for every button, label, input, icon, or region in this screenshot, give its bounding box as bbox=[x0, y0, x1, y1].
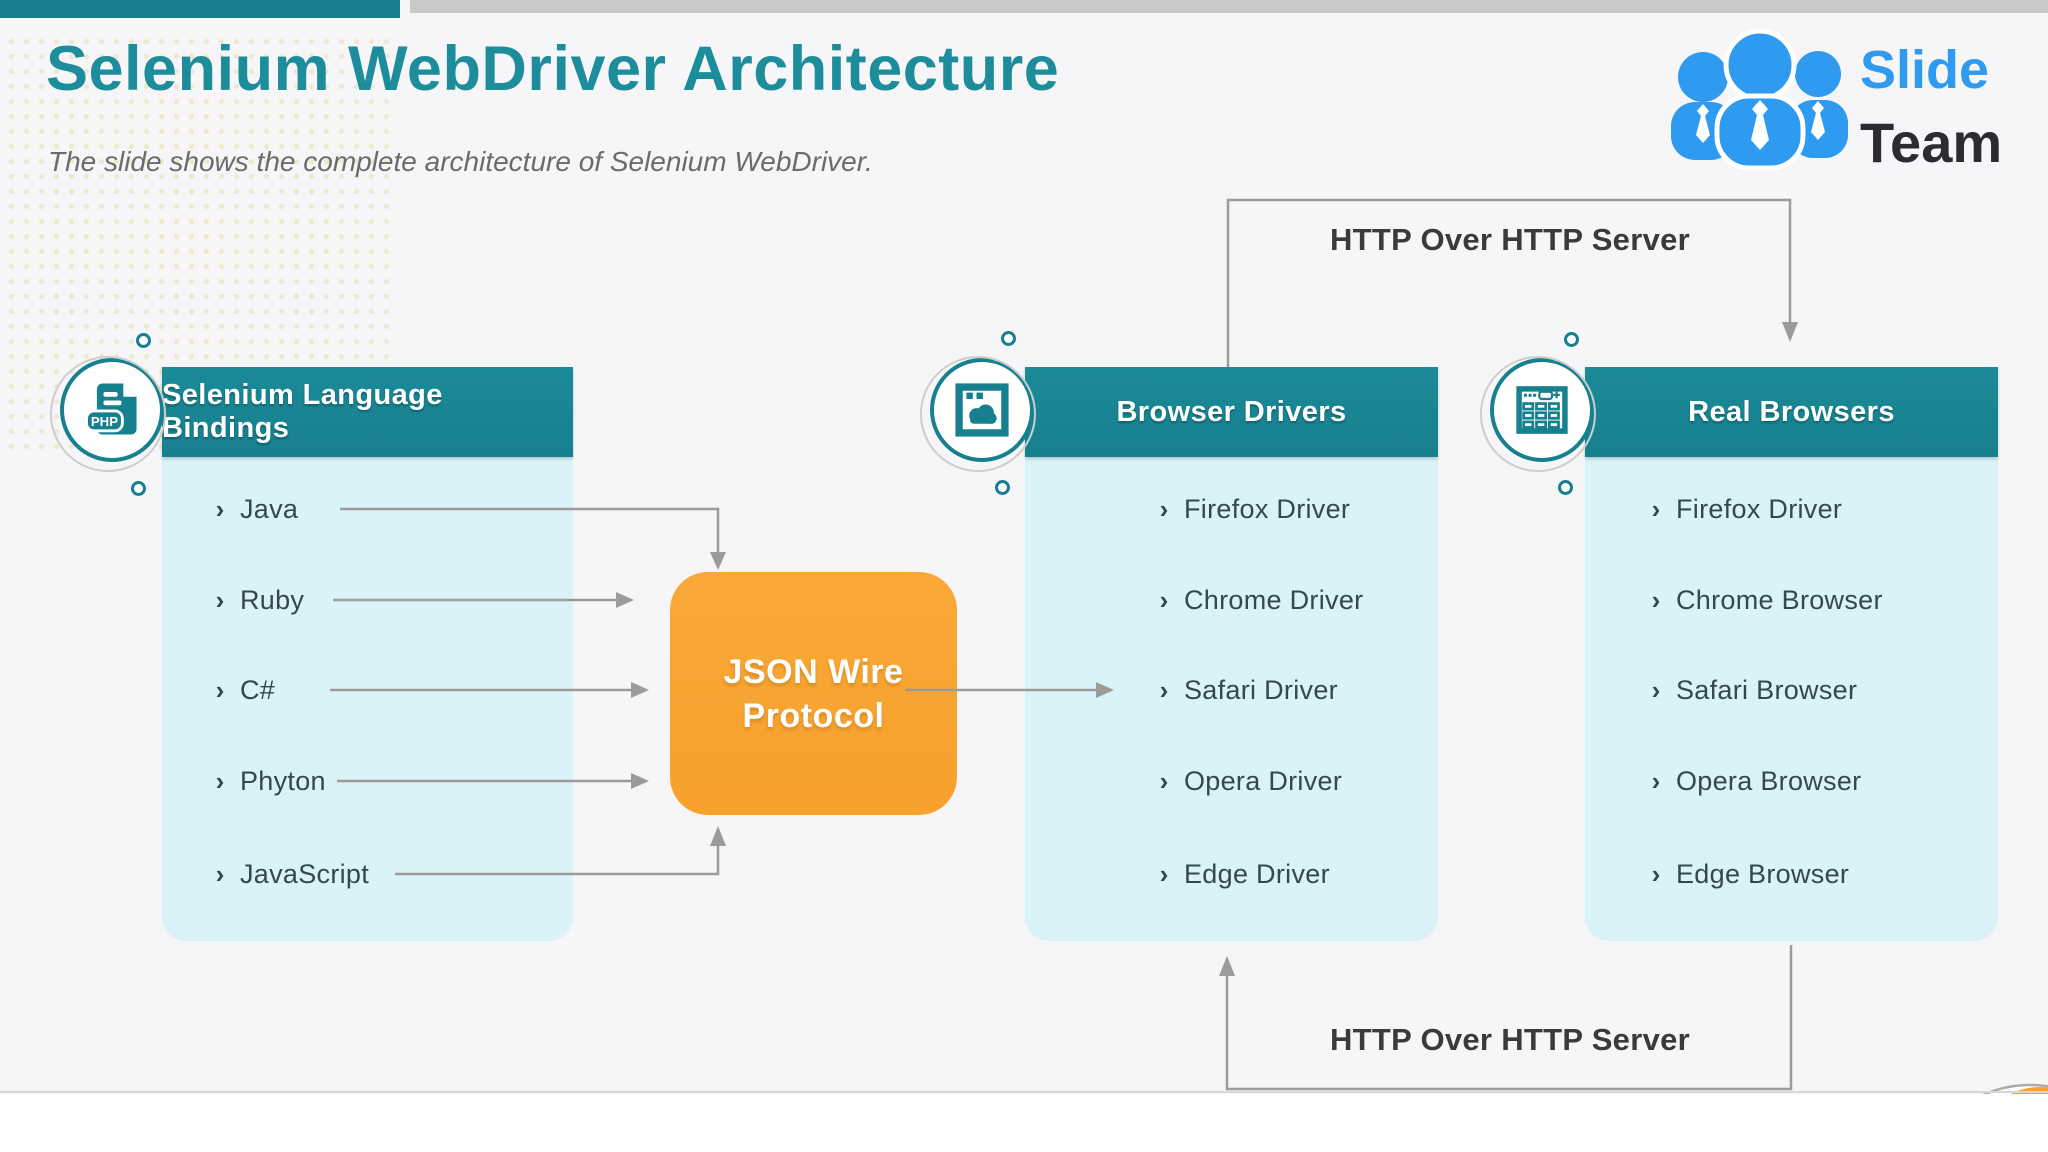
list-item-opera-browser: › Opera Browser bbox=[1646, 760, 1862, 802]
list-item-label: Safari Driver bbox=[1184, 674, 1338, 705]
list-item-label: Chrome Driver bbox=[1184, 584, 1364, 615]
panel-title: Real Browsers bbox=[1688, 395, 1895, 428]
json-wire-protocol-node: JSON Wire Protocol bbox=[670, 572, 957, 815]
top-accent-bar-gray bbox=[410, 0, 2048, 13]
http-over-http-server-label-bottom: HTTP Over HTTP Server bbox=[1329, 1022, 1691, 1057]
list-item-safari-driver: › Safari Driver bbox=[1154, 669, 1338, 711]
people-icon bbox=[1671, 28, 1848, 171]
list-item-label: Opera Driver bbox=[1184, 765, 1343, 796]
list-item-label: JavaScript bbox=[240, 858, 370, 889]
page-title: Selenium WebDriver Architecture bbox=[46, 34, 1060, 104]
chevron-bullet-icon: › bbox=[215, 858, 225, 889]
list-item-safari-browser: › Safari Browser bbox=[1646, 669, 1857, 711]
panel-title: Browser Drivers bbox=[1116, 395, 1347, 428]
badge-language-bindings: PHP bbox=[60, 358, 164, 462]
footer-strip bbox=[0, 1094, 2048, 1152]
chevron-bullet-icon: › bbox=[1159, 858, 1169, 889]
json-node-line1: JSON Wire bbox=[723, 652, 904, 691]
mini-circle-decoration bbox=[131, 481, 146, 496]
chevron-bullet-icon: › bbox=[1651, 674, 1661, 705]
list-item-label: Edge Driver bbox=[1184, 858, 1330, 889]
mini-circle-decoration bbox=[1558, 480, 1573, 495]
list-item-label: Phyton bbox=[240, 765, 326, 796]
browser-grid-icon bbox=[1516, 386, 1568, 434]
chevron-bullet-icon: › bbox=[1651, 493, 1661, 524]
chevron-bullet-icon: › bbox=[1159, 765, 1169, 796]
http-over-http-server-label-top: HTTP Over HTTP Server bbox=[1329, 222, 1691, 257]
panel-body-real-browsers bbox=[1585, 457, 1998, 941]
chevron-bullet-icon: › bbox=[215, 674, 225, 705]
list-item-firefox-driver-real: › Firefox Driver bbox=[1646, 488, 1842, 530]
list-item-edge-browser: › Edge Browser bbox=[1646, 853, 1849, 895]
list-item-opera-driver: › Opera Driver bbox=[1154, 760, 1342, 802]
panel-title: Selenium Language Bindings bbox=[162, 379, 443, 444]
list-item-java: › Java bbox=[210, 488, 298, 530]
badge-real-browsers bbox=[1490, 358, 1594, 462]
chevron-bullet-icon: › bbox=[215, 765, 225, 796]
chevron-bullet-icon: › bbox=[1651, 765, 1661, 796]
badge-browser-drivers bbox=[930, 358, 1034, 462]
mini-circle-decoration bbox=[1001, 331, 1016, 346]
list-item-label: C# bbox=[240, 674, 276, 705]
list-item-label: Java bbox=[240, 493, 299, 524]
php-file-icon: PHP bbox=[85, 383, 137, 435]
logo-text-team: Team bbox=[1860, 111, 2002, 174]
mini-circle-decoration bbox=[136, 333, 151, 348]
footer-divider-line bbox=[0, 1091, 2048, 1093]
json-node-line2: Protocol bbox=[742, 696, 885, 735]
logo-text-slide: Slide bbox=[1860, 40, 1989, 100]
php-label: PHP bbox=[91, 414, 118, 429]
panel-header-browser-drivers: Browser Drivers bbox=[1025, 367, 1438, 457]
list-item-ruby: › Ruby bbox=[210, 579, 304, 621]
list-item-label: Firefox Driver bbox=[1184, 493, 1351, 524]
list-item-label: Edge Browser bbox=[1676, 858, 1850, 889]
top-accent-bar-teal bbox=[0, 0, 400, 18]
list-item-label: Opera Browser bbox=[1676, 765, 1862, 796]
list-item-edge-driver: › Edge Driver bbox=[1154, 853, 1330, 895]
browser-window-cloud-icon bbox=[955, 383, 1009, 437]
list-item-javascript: › JavaScript bbox=[210, 853, 369, 895]
slideteam-logo: Slide Team bbox=[1671, 28, 2002, 174]
chevron-bullet-icon: › bbox=[215, 584, 225, 615]
panel-header-real-browsers: Real Browsers bbox=[1585, 367, 1998, 457]
list-item-firefox-driver: › Firefox Driver bbox=[1154, 488, 1350, 530]
panel-body-browser-drivers bbox=[1025, 457, 1438, 941]
list-item-label: Firefox Driver bbox=[1676, 493, 1843, 524]
mini-circle-decoration bbox=[1564, 332, 1579, 347]
chevron-bullet-icon: › bbox=[215, 493, 225, 524]
list-item-csharp: › C# bbox=[210, 669, 275, 711]
chevron-bullet-icon: › bbox=[1159, 584, 1169, 615]
mini-circle-decoration bbox=[995, 480, 1010, 495]
page-subtitle: The slide shows the complete architectur… bbox=[48, 146, 873, 177]
panel-header-language-bindings: Selenium Language Bindings bbox=[162, 367, 573, 457]
list-item-label: Ruby bbox=[240, 584, 305, 615]
list-item-label: Safari Browser bbox=[1676, 674, 1858, 705]
chevron-bullet-icon: › bbox=[1651, 584, 1661, 615]
list-item-chrome-browser: › Chrome Browser bbox=[1646, 579, 1883, 621]
list-item-phyton: › Phyton bbox=[210, 760, 326, 802]
list-item-chrome-driver: › Chrome Driver bbox=[1154, 579, 1363, 621]
chevron-bullet-icon: › bbox=[1159, 674, 1169, 705]
chevron-bullet-icon: › bbox=[1651, 858, 1661, 889]
chevron-bullet-icon: › bbox=[1159, 493, 1169, 524]
list-item-label: Chrome Browser bbox=[1676, 584, 1883, 615]
